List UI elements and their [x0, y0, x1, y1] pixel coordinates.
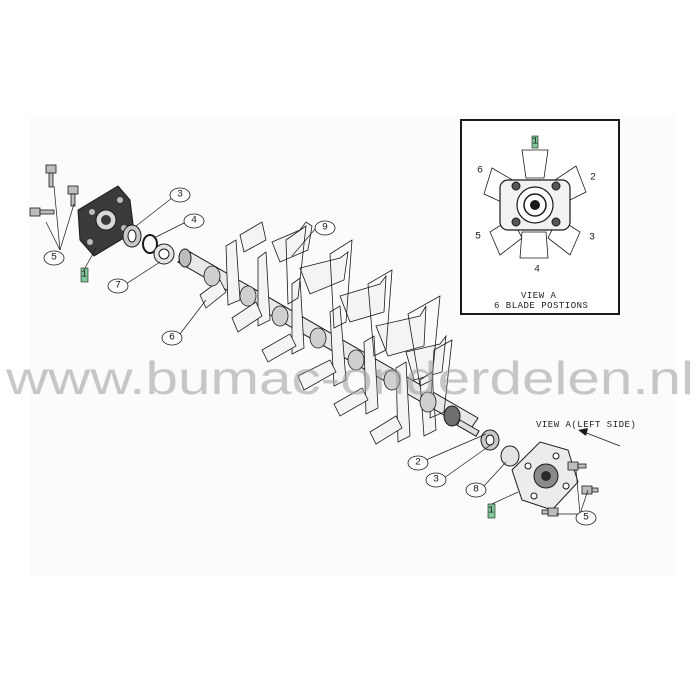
svg-text:3: 3: [433, 475, 439, 486]
right-part-marker: [487, 503, 496, 519]
right-bearing-3-inner: [485, 434, 495, 446]
left-plate-hole-1: [89, 209, 95, 215]
callout-7: 7: [107, 278, 129, 294]
right-spacer-8: [500, 445, 520, 467]
right-end-parts: VIEW A(LEFT SIDE): [480, 420, 636, 519]
callout-6: 6: [161, 330, 183, 346]
inset-bolt-4: [551, 217, 561, 227]
right-plate-hole-2: [552, 452, 560, 460]
left-plate-bore-inner: [101, 215, 111, 225]
inset-title-line1: VIEW A: [521, 291, 557, 301]
view-a-arrow-head: [578, 428, 588, 436]
right-plate-hole-4: [562, 482, 570, 490]
inset-marker-1: [531, 135, 539, 149]
tine-shaft-assembly: [177, 221, 480, 445]
inset-hub-center: [530, 200, 540, 210]
inset-bolt-2: [551, 181, 561, 191]
shaft-collars: [203, 265, 437, 413]
callout-3-top: 3: [169, 187, 191, 203]
svg-text:1: 1: [488, 506, 494, 517]
svg-text:7: 7: [115, 281, 121, 292]
svg-text:8: 8: [473, 485, 479, 496]
inset-view-a: 1 6 2 5 3 4 VIEW A 6 BLADE POSTIONS: [460, 119, 620, 315]
view-a-label: VIEW A(LEFT SIDE): [536, 420, 636, 430]
svg-text:1: 1: [81, 270, 87, 281]
svg-text:3: 3: [177, 190, 183, 201]
inset-bolt-1: [511, 181, 521, 191]
shaft-right-gear: [443, 405, 461, 427]
left-bearing-3-inner: [127, 229, 137, 243]
callout-2: 2: [407, 455, 429, 471]
left-circlip-4: [142, 234, 158, 254]
shaft-left-end: [178, 248, 192, 268]
left-plate-hole-2: [117, 197, 123, 203]
svg-text:2: 2: [415, 458, 421, 469]
right-plate-hole-3: [530, 492, 538, 500]
left-end-parts: [29, 164, 175, 283]
view-a-arrow-line: [583, 431, 621, 447]
svg-text:9: 9: [322, 223, 328, 234]
svg-text:5: 5: [583, 513, 589, 524]
left-plate-hole-3: [87, 239, 93, 245]
callout-4: 4: [183, 213, 205, 229]
inset-position-5: 5: [475, 232, 481, 243]
left-part-marker: [80, 267, 89, 283]
leader-lines: [45, 185, 589, 515]
inset-position-6: 6: [477, 166, 483, 177]
inset-position-2: 2: [590, 173, 596, 184]
right-plate-bore-inner: [541, 471, 551, 481]
callout-8: 8: [465, 482, 487, 498]
inset-position-4: 4: [534, 265, 540, 276]
callout-1-left: 1: [81, 270, 87, 281]
svg-text:4: 4: [191, 216, 197, 227]
inset-position-3: 3: [589, 233, 595, 244]
callouts: 3 4 9 7 5 1 6 2 3: [43, 187, 597, 526]
callout-5-right: 5: [575, 510, 597, 526]
left-bolts: [29, 164, 79, 217]
shaft-right-spindle: [456, 419, 480, 437]
callout-3-bottom: 3: [425, 472, 447, 488]
callout-5-left: 5: [43, 250, 65, 266]
tine-blades: [199, 221, 447, 445]
left-spacer-7-inner: [158, 248, 170, 260]
inset-title-line2: 6 BLADE POSTIONS: [494, 301, 588, 311]
right-bolts: [541, 461, 599, 517]
inset-marker-1-label: 1: [532, 137, 538, 148]
svg-text:5: 5: [51, 253, 57, 264]
watermark-text: www.bumac-onderdelen.nl: [5, 352, 694, 404]
right-plate-hole-1: [524, 462, 532, 470]
inset-bolt-3: [511, 217, 521, 227]
callout-1-right: 1: [488, 506, 494, 517]
svg-text:6: 6: [169, 333, 175, 344]
callout-9: 9: [314, 220, 336, 236]
